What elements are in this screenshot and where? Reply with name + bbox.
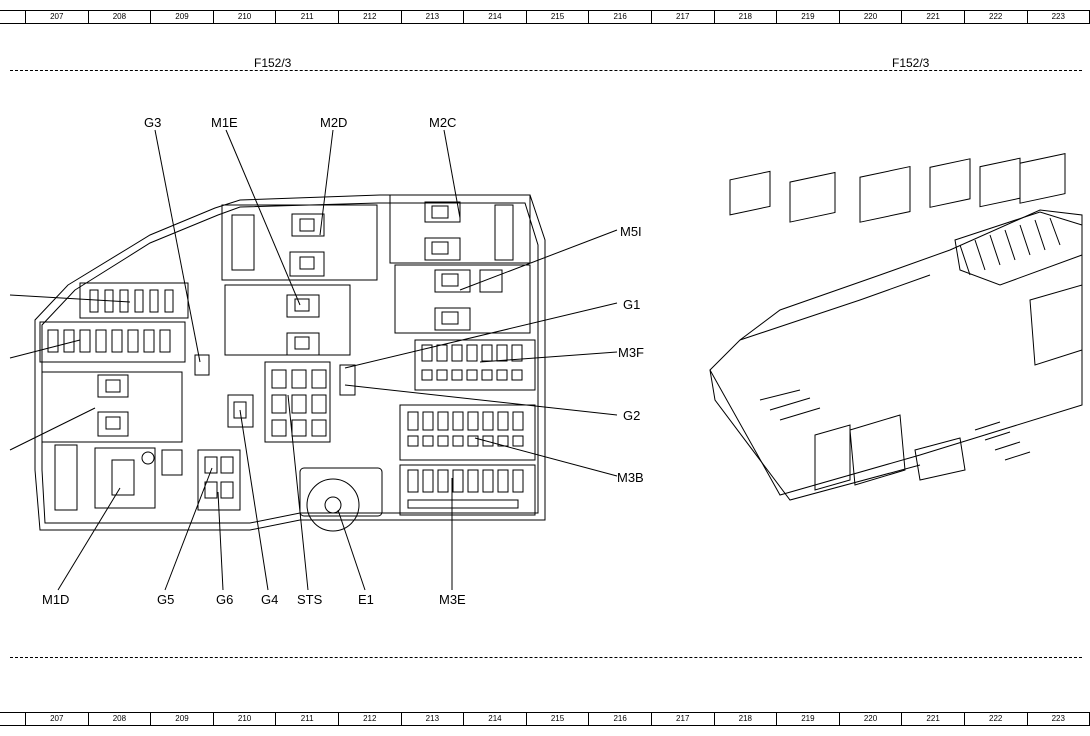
callout-g4: G4 [261,592,279,607]
ruler-cell: 219 [777,11,840,23]
leader-lines [9,129,618,591]
ruler-cell: 215 [527,11,590,23]
ruler-cell: 208 [89,11,152,23]
section-divider-bottom [10,657,1082,658]
callout-m3f: M3F [618,345,644,360]
m3b-fuse-bank [407,411,524,447]
ruler-spacer [0,11,26,23]
callout-m3e: M3E [439,592,466,607]
ruler-cell: 210 [214,11,277,23]
ruler-cell: 220 [840,11,903,23]
ruler-cell: 211 [276,713,339,725]
ruler-cell: 218 [715,11,778,23]
ruler-cell: 207 [26,713,89,725]
section-divider-top [10,70,1082,71]
ruler-spacer [0,713,26,725]
ruler-cell: 217 [652,11,715,23]
ruler-cell: 214 [464,11,527,23]
m3f-fuse-bank [421,344,523,381]
ruler-cell: 211 [276,11,339,23]
ruler-cell: 221 [902,11,965,23]
callout-g5: G5 [157,592,175,607]
callout-m2c: M2C [429,115,457,130]
ruler-cell: 215 [527,713,590,725]
ruler-cell: 220 [840,713,903,725]
ruler-cell: 218 [715,713,778,725]
fuse-box-isometric [709,153,1083,501]
callout-g1: G1 [623,297,641,312]
ruler-cell: 212 [339,11,402,23]
ruler-cell: 213 [402,713,465,725]
callout-m5i: M5I [620,224,642,239]
callout-g3: G3 [144,115,162,130]
ruler-cell: 222 [965,11,1028,23]
ruler-cell: 216 [589,11,652,23]
ruler-cell: 212 [339,713,402,725]
m3e-fuse-bank [407,469,524,509]
middle-fuse-row [47,329,171,353]
ruler-cell: 219 [777,713,840,725]
ruler-cell: 209 [151,11,214,23]
callout-g2: G2 [623,408,641,423]
callout-e1: E1 [358,592,374,607]
fuse-box-plan [34,194,546,532]
ruler-cell: 209 [151,713,214,725]
upper-fuse-row [89,289,174,313]
callout-g6: G6 [216,592,234,607]
ruler-cell: 217 [652,713,715,725]
callout-m2d: M2D [320,115,348,130]
callout-m1d: M1D [42,592,70,607]
reference-right: F152/3 [892,56,930,70]
ruler-cell: 221 [902,713,965,725]
ruler-cell: 214 [464,713,527,725]
callout-sts: STS [297,592,323,607]
ruler-cell: 207 [26,11,89,23]
ruler-cell: 208 [89,713,152,725]
callout-m3b: M3B [617,470,644,485]
reference-left: F152/3 [254,56,292,70]
ruler-cell: 213 [402,11,465,23]
ruler-cell: 222 [965,713,1028,725]
ruler-cell: 216 [589,713,652,725]
callout-m1e: M1E [211,115,238,130]
ruler-cell: 210 [214,713,277,725]
